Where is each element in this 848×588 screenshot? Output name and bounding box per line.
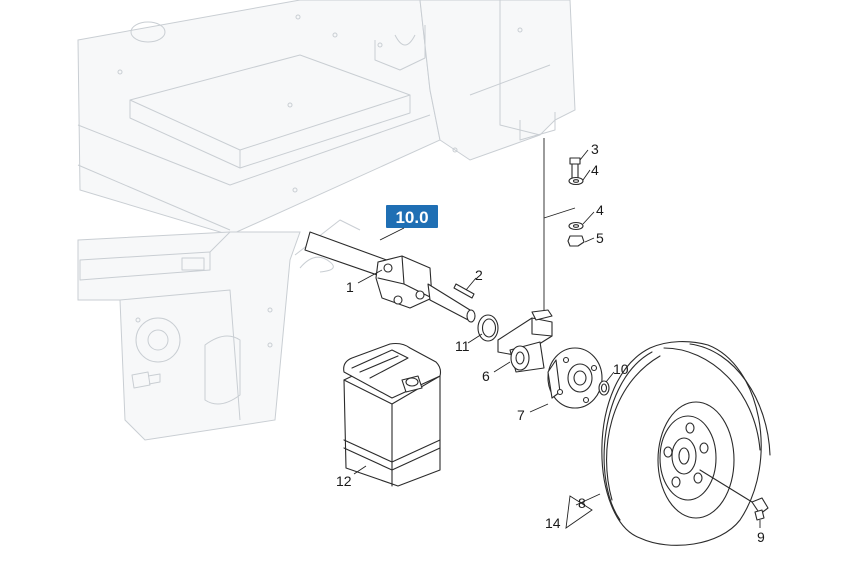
- callout-8[interactable]: 8: [578, 495, 586, 511]
- part-2-key: [453, 283, 475, 299]
- callout-14[interactable]: 14: [545, 515, 561, 531]
- part-10-circlip: [598, 380, 610, 396]
- assembly-badge-label: 10.0: [395, 208, 428, 227]
- callout-7[interactable]: 7: [517, 407, 525, 423]
- callout-3[interactable]: 3: [591, 141, 599, 157]
- part-5-nut: [567, 235, 585, 247]
- callout-leaders: [353, 149, 761, 529]
- part-12-canister: [343, 342, 442, 487]
- callout-4-lower[interactable]: 4: [596, 202, 604, 218]
- part-4-washer-lower: [568, 221, 584, 231]
- callout-2[interactable]: 2: [475, 267, 483, 283]
- callout-11[interactable]: 11: [455, 338, 470, 354]
- callout-10[interactable]: 10: [613, 361, 629, 377]
- part-4-washer-upper: [568, 176, 584, 186]
- part-9-wheel-bolt: [751, 497, 769, 521]
- assembly-badge-box: [386, 205, 438, 228]
- part-3-bolt: [569, 157, 581, 179]
- assembly-badge[interactable]: 10.0: [379, 205, 438, 241]
- callout-12[interactable]: 12: [336, 473, 352, 489]
- part-7-hub: [547, 347, 603, 409]
- callout-5[interactable]: 5: [596, 230, 604, 246]
- part-1-axle: [304, 231, 476, 323]
- callout-4-upper[interactable]: 4: [591, 162, 599, 178]
- part-8-wheel: [601, 341, 771, 546]
- callout-6[interactable]: 6: [482, 368, 490, 384]
- callout-1[interactable]: 1: [346, 279, 354, 295]
- part-11-snap-ring: [477, 314, 499, 342]
- machine-frame-background: [77, 0, 576, 441]
- callout-9[interactable]: 9: [757, 529, 765, 545]
- part-6-bracket: [497, 309, 553, 373]
